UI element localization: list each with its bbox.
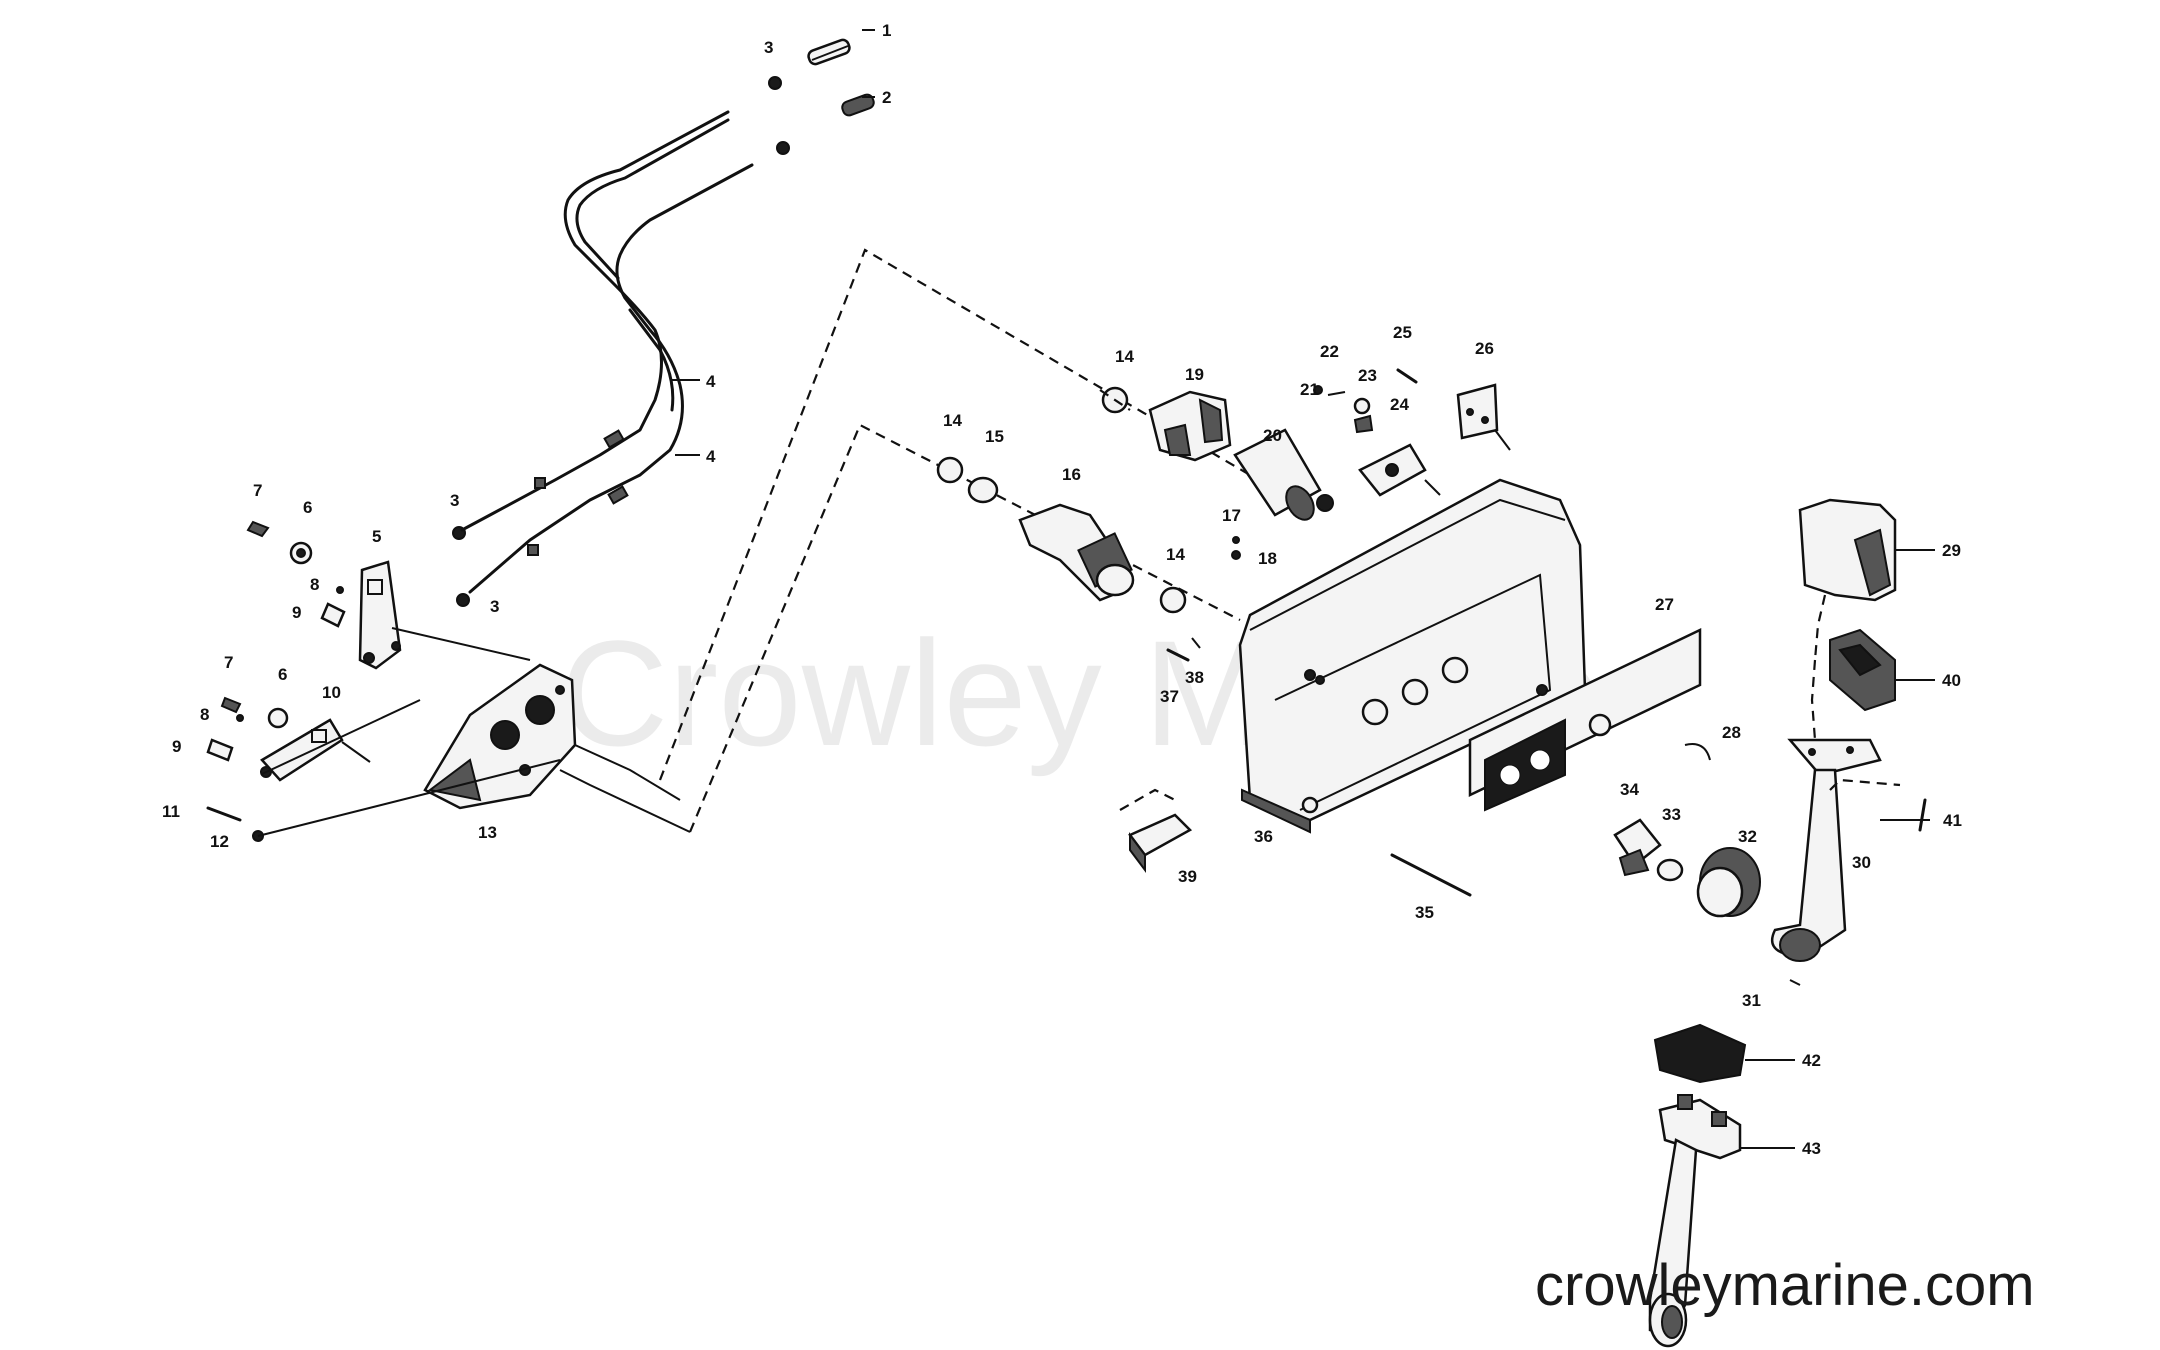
callout-14: 14: [1115, 347, 1134, 366]
callout-2: 2: [882, 88, 891, 107]
callout-34: 34: [1620, 780, 1639, 799]
callout-19: 19: [1185, 365, 1204, 384]
callout-24: 24: [1390, 395, 1409, 414]
nut-3-bottom: [456, 593, 470, 607]
callout-16: 16: [1062, 465, 1081, 484]
callout-14: 14: [943, 411, 962, 430]
bracket-26: [1456, 383, 1499, 440]
assembly-path-upper: [658, 248, 1251, 781]
callout-9: 9: [172, 737, 181, 756]
callout-35: 35: [1415, 903, 1434, 922]
callout-25: 25: [1393, 323, 1412, 342]
handle-43: [1648, 1094, 1742, 1348]
callout-10: 10: [322, 683, 341, 702]
callout-labels: 1 2 3 3 3 4 4 5 6 6 7 7 8 8 9 9 10 11 12…: [162, 21, 1962, 1158]
leader-24-to-box: [1424, 479, 1441, 496]
cable-end-fitting-1: [807, 38, 851, 66]
callout-20: 20: [1263, 426, 1282, 445]
cover-29: [1798, 498, 1897, 661]
screw-41: [1918, 798, 1927, 832]
callout-1: 1: [882, 21, 891, 40]
callout-4: 4: [706, 447, 716, 466]
callout-11: 11: [162, 802, 180, 821]
callout-3: 3: [450, 491, 459, 510]
callout-12: 12: [210, 832, 229, 851]
callout-37: 37: [1160, 687, 1179, 706]
callout-3: 3: [764, 38, 773, 57]
switch-40: [1810, 628, 1896, 741]
callout-22: 22: [1320, 342, 1339, 361]
callout-40: 40: [1942, 671, 1961, 690]
callout-21: 21: [1300, 380, 1319, 399]
callout-42: 42: [1802, 1051, 1821, 1070]
callout-6: 6: [303, 498, 312, 517]
callout-14: 14: [1166, 545, 1185, 564]
callout-leaders: [670, 29, 1935, 1149]
grip-pad-42: [1653, 1023, 1747, 1084]
lever-bracket-5: [358, 560, 402, 670]
callout-41: 41: [1943, 811, 1962, 830]
callout-31: 31: [1742, 991, 1761, 1010]
callout-38: 38: [1185, 668, 1204, 687]
shaft-16: [1018, 503, 1135, 602]
callout-33: 33: [1662, 805, 1681, 824]
clip-39: [1119, 788, 1193, 873]
cable-4-upper-inner: [575, 118, 730, 280]
pin-35: [1390, 853, 1472, 897]
callout-30: 30: [1852, 853, 1871, 872]
control-box-36: [1238, 478, 1587, 834]
mounting-plate-13: [423, 663, 577, 810]
lever-10: [260, 718, 344, 782]
callout-9: 9: [292, 603, 301, 622]
decal-27: [1468, 628, 1702, 812]
callout-3: 3: [490, 597, 499, 616]
callout-6: 6: [278, 665, 287, 684]
callout-18: 18: [1258, 549, 1277, 568]
callout-13: 13: [478, 823, 497, 842]
cable-4-lower-inner: [628, 308, 675, 412]
nut-3-top: [768, 76, 782, 90]
cable-4-lower: [468, 163, 754, 594]
website-url: crowleymarine.com: [1535, 1253, 2035, 1318]
handle-arm-30: [1770, 738, 1901, 986]
callout-28: 28: [1722, 723, 1741, 742]
small-hardware-left: [206, 520, 346, 842]
cylinder-20: [1233, 428, 1334, 521]
callout-29: 29: [1942, 541, 1961, 560]
switch-hardware: [1313, 368, 1427, 497]
callout-7: 7: [253, 481, 262, 500]
callout-15: 15: [985, 427, 1004, 446]
callout-8: 8: [310, 575, 319, 594]
cable-4-upper: [460, 110, 730, 532]
handle-components: [1613, 743, 1761, 918]
shaft-assembly: [936, 386, 1334, 662]
callout-39: 39: [1178, 867, 1197, 886]
callout-26: 26: [1475, 339, 1494, 358]
nut-3-upper: [776, 141, 790, 155]
callout-23: 23: [1358, 366, 1377, 385]
drum-19: [1148, 390, 1232, 462]
control-cables: [452, 38, 875, 607]
callout-32: 32: [1738, 827, 1757, 846]
callout-17: 17: [1222, 506, 1241, 525]
callout-36: 36: [1254, 827, 1273, 846]
leader-lines-left: [257, 627, 691, 837]
leader-26-to-box: [1494, 429, 1511, 451]
callout-5: 5: [372, 527, 381, 546]
cable-end-fitting-2: [841, 93, 875, 117]
callout-8: 8: [200, 705, 209, 724]
callout-43: 43: [1802, 1139, 1821, 1158]
callout-7: 7: [224, 653, 233, 672]
knob-32: [1696, 847, 1761, 918]
callout-27: 27: [1655, 595, 1674, 614]
callout-4: 4: [706, 372, 716, 391]
